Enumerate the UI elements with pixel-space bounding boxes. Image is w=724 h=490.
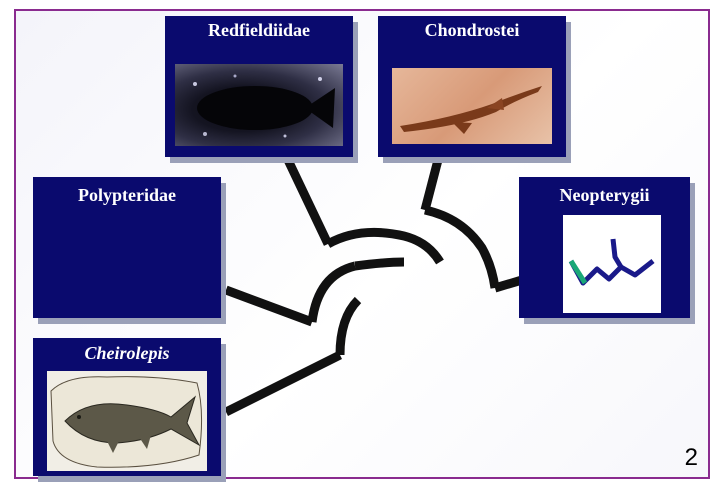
cheirolepis-fish-icon xyxy=(47,371,207,471)
taxon-box-cheirolepis: Cheirolepis xyxy=(33,338,221,476)
neopterygii-glyph-panel xyxy=(563,215,661,313)
branch-redfieldiidae xyxy=(288,160,328,244)
branch-cheirolepis xyxy=(226,355,340,412)
arc-actinopteri xyxy=(355,262,404,266)
taxon-box-redfieldiidae: Redfieldiidae xyxy=(165,16,353,157)
arc-root xyxy=(340,300,358,355)
taxon-box-neopterygii: Neopterygii xyxy=(519,177,690,318)
arc-redfieldiidae-node xyxy=(328,232,440,262)
taxon-label-redfieldiidae: Redfieldiidae xyxy=(165,20,353,41)
page-number: 2 xyxy=(685,444,698,472)
taxon-box-chondrostei: Chondrostei xyxy=(378,16,566,157)
cheirolepis-fossil-drawing xyxy=(47,371,207,471)
dark-fossil-fish-icon xyxy=(175,64,343,146)
redfieldiidae-fossil-photo xyxy=(175,64,343,146)
taxon-label-polypteridae: Polypteridae xyxy=(33,185,221,206)
branch-chondrostei xyxy=(425,160,438,210)
taxon-label-cheirolepis: Cheirolepis xyxy=(33,343,221,364)
sturgeon-fossil-icon xyxy=(392,68,552,144)
branch-neopterygii xyxy=(495,280,522,288)
taxon-label-chondrostei: Chondrostei xyxy=(378,20,566,41)
chondrostei-fossil-photo xyxy=(392,68,552,144)
taxon-label-neopterygii: Neopterygii xyxy=(519,185,690,206)
taxon-box-polypteridae: Polypteridae xyxy=(33,177,221,318)
branch-polypteridae xyxy=(226,290,312,322)
clade-glyph-icon xyxy=(563,215,661,313)
